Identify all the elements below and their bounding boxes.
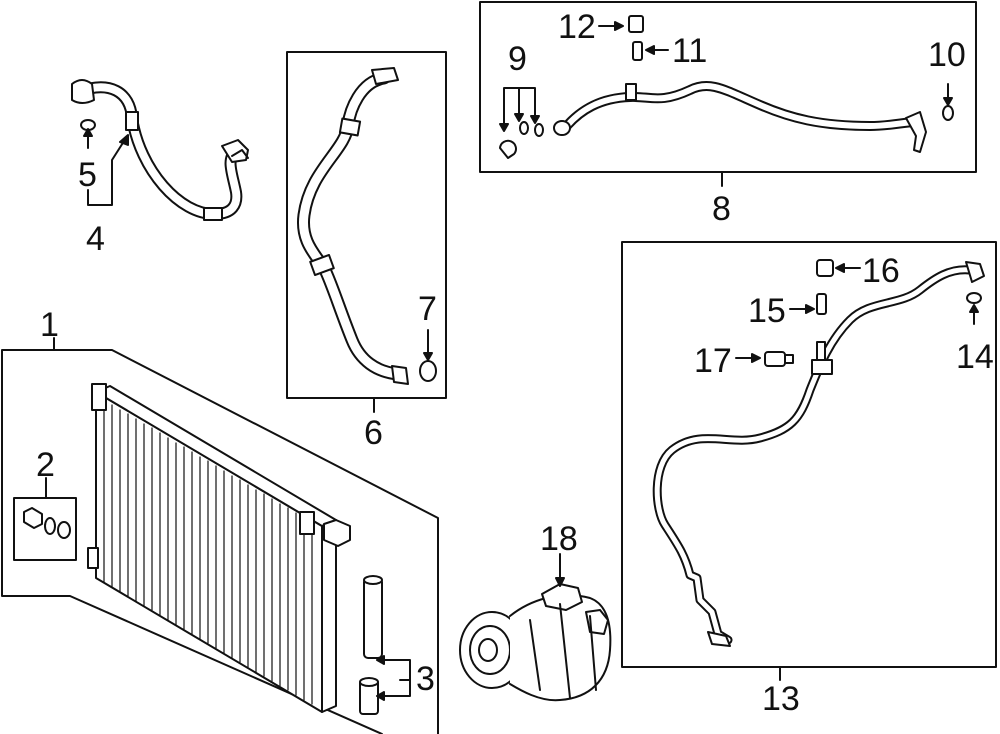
panel-13-frame bbox=[621, 241, 997, 668]
callout-1: 1 bbox=[40, 306, 59, 344]
hose-4 bbox=[71, 79, 249, 221]
panel-6-frame bbox=[286, 51, 447, 399]
callout-5: 5 bbox=[78, 156, 97, 194]
sensor-17 bbox=[735, 351, 794, 367]
compressor-18 bbox=[459, 553, 612, 702]
pipe-8 bbox=[553, 81, 927, 153]
callout-2: 2 bbox=[36, 446, 55, 484]
callout-13: 13 bbox=[762, 680, 800, 718]
callout-16: 16 bbox=[862, 252, 900, 290]
o-ring-14 bbox=[966, 292, 982, 325]
callout-15: 15 bbox=[748, 292, 786, 330]
callout-3: 3 bbox=[416, 660, 435, 698]
callout-8: 8 bbox=[712, 190, 731, 228]
condenser-1 bbox=[87, 383, 351, 713]
callout-17: 17 bbox=[694, 342, 732, 380]
panel-1-frame bbox=[1, 349, 439, 734]
callout-7: 7 bbox=[418, 290, 437, 328]
callout-12: 12 bbox=[558, 8, 596, 46]
callout-14: 14 bbox=[956, 338, 994, 376]
cap-16 bbox=[816, 259, 861, 277]
callout-labels: 1 2 3 4 5 6 7 8 9 10 11 12 13 14 15 16 1… bbox=[36, 8, 994, 718]
callout-4: 4 bbox=[86, 220, 105, 258]
callout-11: 11 bbox=[672, 32, 707, 70]
filter-3 bbox=[359, 575, 411, 715]
valve-15 bbox=[789, 293, 827, 315]
o-ring-10 bbox=[942, 83, 954, 121]
callout-10: 10 bbox=[928, 36, 966, 74]
callout-6: 6 bbox=[364, 414, 383, 452]
callout-18: 18 bbox=[540, 520, 578, 558]
cap-12 bbox=[598, 15, 644, 33]
o-ring-7 bbox=[419, 329, 437, 382]
callout-9: 9 bbox=[508, 40, 527, 78]
hose-6 bbox=[297, 67, 409, 385]
valve-11 bbox=[632, 41, 669, 61]
fitting-9 bbox=[499, 87, 544, 159]
leader-4-5 bbox=[83, 128, 129, 206]
panel-8-frame bbox=[479, 1, 977, 173]
plug-2-kit bbox=[13, 477, 77, 561]
pipe-13 bbox=[652, 261, 985, 647]
